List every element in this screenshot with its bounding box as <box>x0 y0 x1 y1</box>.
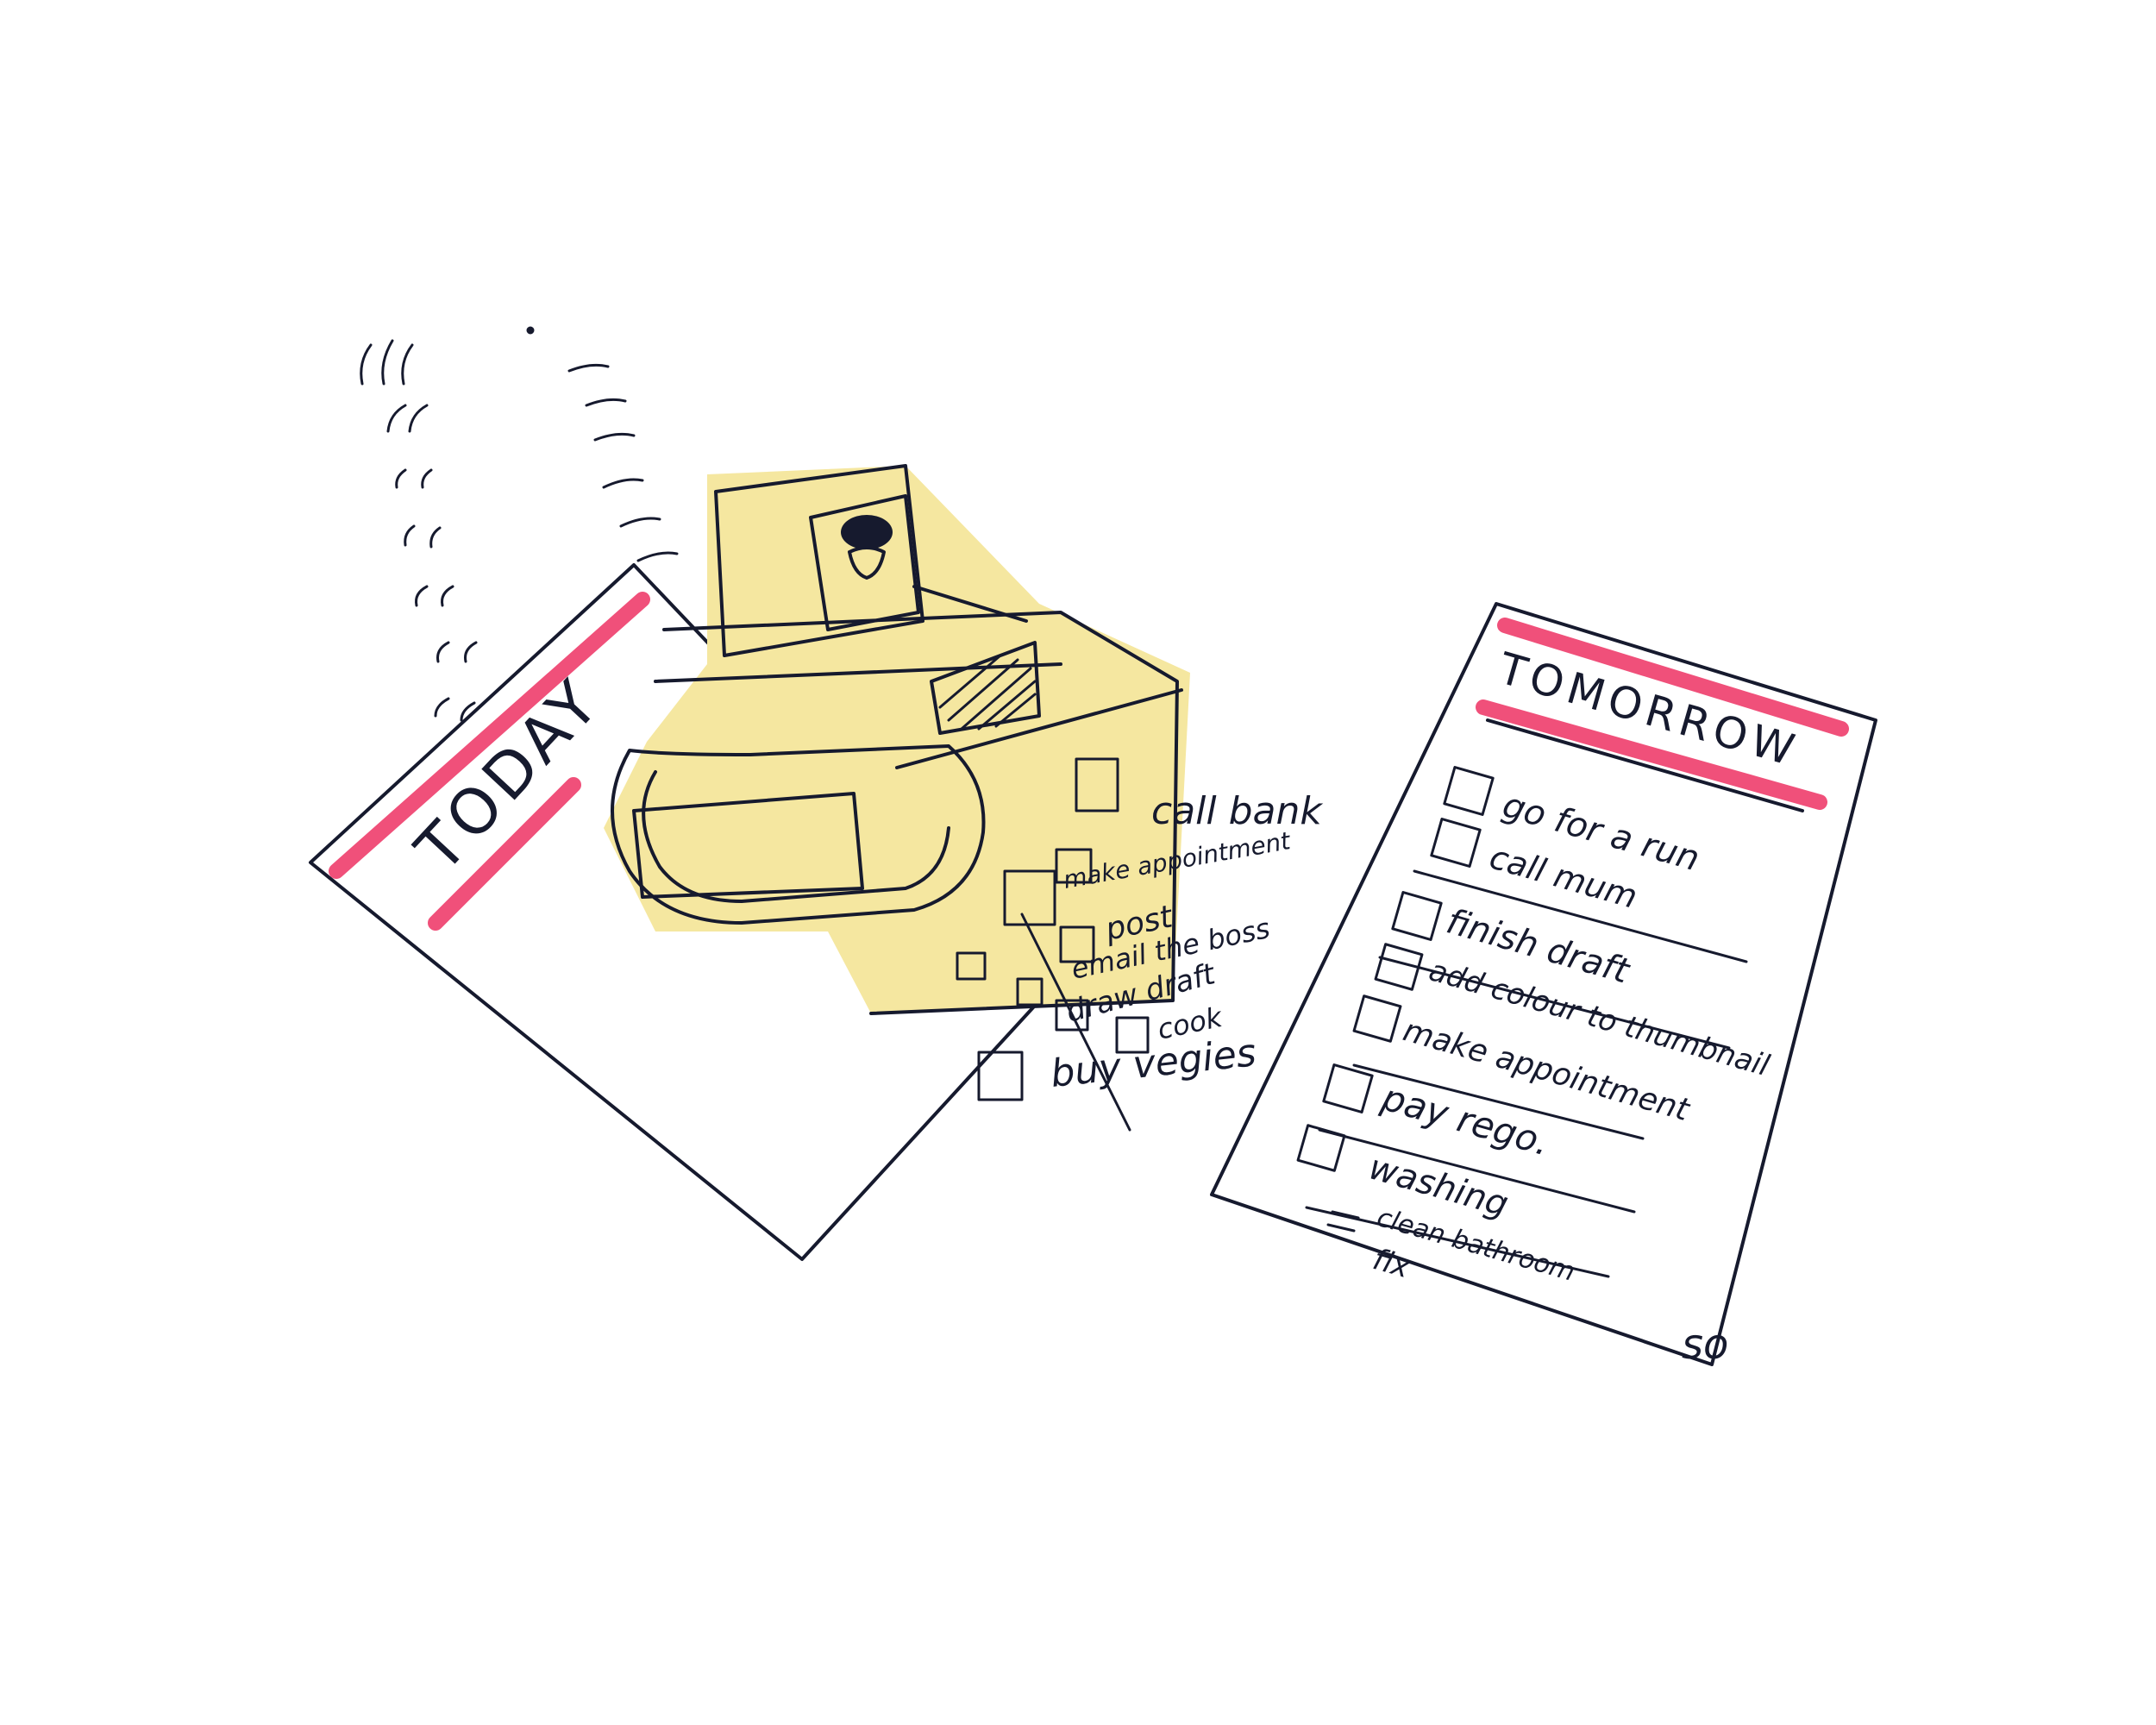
tomorrow-checkbox <box>1391 891 1443 941</box>
tomorrow-pink-stripe-bottom <box>1476 699 1827 810</box>
tomorrow-checkbox <box>1430 818 1482 868</box>
tomorrow-checkbox <box>1374 943 1424 991</box>
today-checkbox <box>977 1051 1024 1101</box>
today-checkbox <box>1055 999 1089 1032</box>
today-checkbox <box>1059 925 1095 963</box>
bulldozer-track <box>611 744 986 925</box>
today-pink-stripe-bottom <box>428 777 581 931</box>
today-checkbox <box>1115 1016 1150 1054</box>
bulldozer-driver <box>841 515 893 580</box>
today-task-item: call bank <box>1151 789 1323 833</box>
blade-windows <box>1003 757 1119 926</box>
today-pink-stripe-top <box>329 592 650 879</box>
tomorrow-pink-stripe-top <box>1497 618 1849 737</box>
tomorrow-sheet-border <box>1210 602 1877 1366</box>
artist-signature: so <box>1682 1320 1728 1369</box>
tomorrow-checkbox <box>1352 994 1402 1043</box>
today-task-text: buy vegies <box>1049 1031 1258 1096</box>
tomorrow-checkbox <box>1443 766 1495 816</box>
today-task-item: buy vegies <box>977 1031 1258 1101</box>
tomorrow-sheet: TOMORROW go for a run call mum finish dr… <box>1210 602 1877 1366</box>
today-checkbox <box>1016 977 1044 1007</box>
bulldozer-cab <box>714 464 924 657</box>
today-checkbox <box>956 951 987 981</box>
tomorrow-checkbox <box>1296 1124 1346 1172</box>
grille-hatching <box>938 654 1037 731</box>
tomorrow-checkbox <box>1322 1063 1374 1113</box>
today-task-text: call bank <box>1151 789 1323 833</box>
bulldozer <box>604 464 1190 1015</box>
